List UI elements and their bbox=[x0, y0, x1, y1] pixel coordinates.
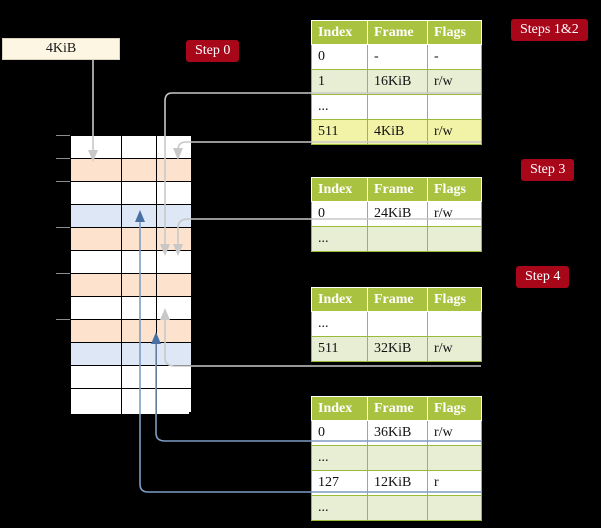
column-header-flags: Flags bbox=[427, 20, 482, 45]
memory-frame-row bbox=[71, 205, 191, 228]
cell-index: ... bbox=[311, 495, 368, 521]
cell-frame: 36KiB bbox=[367, 420, 428, 446]
cell-flags bbox=[427, 445, 482, 471]
cell-flags bbox=[427, 226, 482, 252]
table-row[interactable]: 0-- bbox=[311, 44, 482, 70]
cell-flags: r/w bbox=[427, 119, 482, 145]
cell-flags: r/w bbox=[427, 336, 482, 362]
table-row[interactable]: ... bbox=[311, 94, 482, 120]
cell-index: 0 bbox=[311, 44, 368, 70]
cell-index: 127 bbox=[311, 470, 368, 496]
memory-scale-tick bbox=[56, 273, 70, 274]
memory-frame-row bbox=[71, 343, 191, 366]
memory-frame-row bbox=[71, 366, 191, 389]
table-row[interactable]: ... bbox=[311, 495, 482, 521]
table-row[interactable]: ... bbox=[311, 445, 482, 471]
cell-frame: 16KiB bbox=[367, 69, 428, 95]
column-header-index: Index bbox=[311, 287, 368, 312]
cell-index: 1 bbox=[311, 69, 368, 95]
table-row[interactable]: ... bbox=[311, 311, 482, 337]
cell-flags bbox=[427, 311, 482, 337]
cell-flags: r/w bbox=[427, 69, 482, 95]
column-header-flags: Flags bbox=[427, 177, 482, 202]
column-header-flags: Flags bbox=[427, 396, 482, 421]
memory-scale-tick bbox=[56, 227, 70, 228]
memory-frame-row bbox=[71, 159, 191, 182]
memory-frame-row bbox=[71, 251, 191, 274]
column-header-index: Index bbox=[311, 177, 368, 202]
cell-flags: - bbox=[427, 44, 482, 70]
source-frame-box: 4KiB bbox=[2, 38, 120, 60]
cell-index: 0 bbox=[311, 201, 368, 227]
cell-flags: r/w bbox=[427, 201, 482, 227]
memory-frame-row bbox=[71, 228, 191, 251]
column-header-frame: Frame bbox=[367, 287, 428, 312]
step-badge-step-4: Step 4 bbox=[516, 266, 570, 288]
cell-index: 511 bbox=[311, 336, 368, 362]
column-header-frame: Frame bbox=[367, 20, 428, 45]
column-header-flags: Flags bbox=[427, 287, 482, 312]
column-header-frame: Frame bbox=[367, 177, 428, 202]
memory-frame-row bbox=[71, 320, 191, 343]
cell-frame bbox=[367, 226, 428, 252]
cell-index: 0 bbox=[311, 420, 368, 446]
memory-frame-row bbox=[71, 389, 191, 412]
cell-frame bbox=[367, 445, 428, 471]
cell-frame bbox=[367, 311, 428, 337]
physical-memory-column bbox=[70, 135, 191, 415]
memory-frame-row bbox=[71, 274, 191, 297]
memory-column-divider bbox=[156, 136, 157, 414]
cell-flags: r/w bbox=[427, 420, 482, 446]
source-frame-label: 4KiB bbox=[45, 41, 77, 56]
cell-index: ... bbox=[311, 311, 368, 337]
step-badge-steps-1-2: Steps 1&2 bbox=[511, 19, 588, 41]
memory-scale-tick bbox=[56, 319, 70, 320]
memory-scale-tick bbox=[56, 135, 70, 136]
memory-frame-row bbox=[71, 136, 191, 159]
cell-index: 511 bbox=[311, 119, 368, 145]
memory-column-divider bbox=[121, 136, 122, 414]
memory-frame-row bbox=[71, 182, 191, 205]
cell-frame: 32KiB bbox=[367, 336, 428, 362]
cell-frame: 12KiB bbox=[367, 470, 428, 496]
cell-flags bbox=[427, 94, 482, 120]
cell-frame bbox=[367, 495, 428, 521]
table-row[interactable]: ... bbox=[311, 226, 482, 252]
cell-index: ... bbox=[311, 94, 368, 120]
column-header-frame: Frame bbox=[367, 396, 428, 421]
memory-frame-row bbox=[71, 297, 191, 320]
cell-frame: - bbox=[367, 44, 428, 70]
memory-scale-tick bbox=[56, 181, 70, 182]
memory-scale-tick bbox=[56, 158, 70, 159]
cell-index: ... bbox=[311, 445, 368, 471]
cell-frame bbox=[367, 94, 428, 120]
cell-flags bbox=[427, 495, 482, 521]
column-header-index: Index bbox=[311, 396, 368, 421]
step-badge-step-0: Step 0 bbox=[186, 40, 240, 62]
cell-index: ... bbox=[311, 226, 368, 252]
cell-flags: r bbox=[427, 470, 482, 496]
cell-frame: 4KiB bbox=[367, 119, 428, 145]
step-badge-step-3: Step 3 bbox=[521, 159, 575, 181]
cell-frame: 24KiB bbox=[367, 201, 428, 227]
column-header-index: Index bbox=[311, 20, 368, 45]
